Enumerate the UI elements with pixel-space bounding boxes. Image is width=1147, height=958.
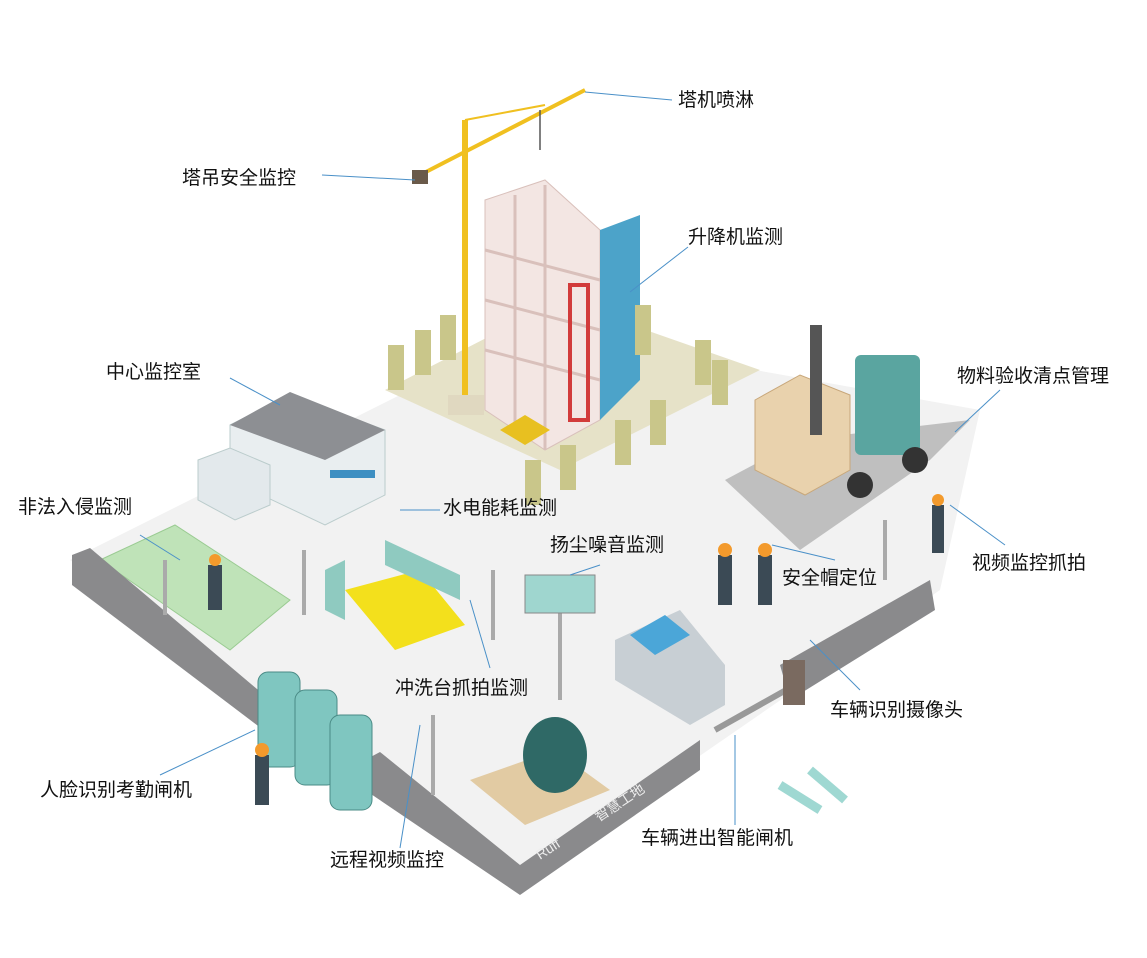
drum bbox=[523, 717, 587, 793]
crane-cab bbox=[412, 170, 428, 184]
tower-crane bbox=[419, 88, 586, 400]
building-frame bbox=[484, 179, 640, 451]
label-helmet: 安全帽定位 bbox=[782, 567, 878, 589]
workers bbox=[208, 494, 944, 805]
wall-left bbox=[72, 548, 270, 735]
dust-billboard bbox=[524, 574, 596, 614]
label-remote-video: 远程视频监控 bbox=[330, 849, 445, 871]
label-crane-safety: 塔吊安全监控 bbox=[182, 167, 297, 189]
forklift-area bbox=[725, 325, 970, 550]
intrusion-zone bbox=[98, 524, 291, 651]
leader-lines bbox=[139, 91, 1006, 849]
gate-post bbox=[783, 660, 805, 705]
label-plate-camera: 车辆识别摄像头 bbox=[830, 699, 964, 721]
wall-front bbox=[365, 740, 700, 895]
face-gates bbox=[257, 671, 373, 811]
label-control-room: 中心监控室 bbox=[106, 361, 202, 383]
label-energy: 水电能耗监测 bbox=[443, 497, 558, 519]
barrier-arm bbox=[713, 682, 797, 733]
label-intrusion: 非法入侵监测 bbox=[18, 496, 133, 518]
bulldozer bbox=[500, 415, 550, 445]
direction-arrows bbox=[777, 766, 848, 814]
label-vehicle-gate: 车辆进出智能闸机 bbox=[641, 827, 794, 849]
control-room-building bbox=[197, 392, 386, 526]
label-tower-spray: 塔机喷淋 bbox=[678, 89, 755, 111]
wash-station bbox=[325, 540, 465, 650]
label-hoist-monitor: 升降机监测 bbox=[688, 226, 784, 248]
crane-base bbox=[448, 395, 484, 415]
label-dust-noise: 扬尘噪音监测 bbox=[550, 534, 665, 556]
camera-poles bbox=[163, 520, 887, 795]
label-material-check: 物料验收清点管理 bbox=[957, 365, 1110, 387]
label-face-gate: 人脸识别考勤闸机 bbox=[40, 779, 193, 801]
label-wash-capture: 冲洗台抓拍监测 bbox=[395, 677, 529, 699]
wall-right bbox=[780, 580, 935, 700]
truck bbox=[615, 610, 725, 725]
pillars bbox=[388, 305, 728, 505]
label-video-capture: 视频监控抓拍 bbox=[972, 552, 1087, 574]
